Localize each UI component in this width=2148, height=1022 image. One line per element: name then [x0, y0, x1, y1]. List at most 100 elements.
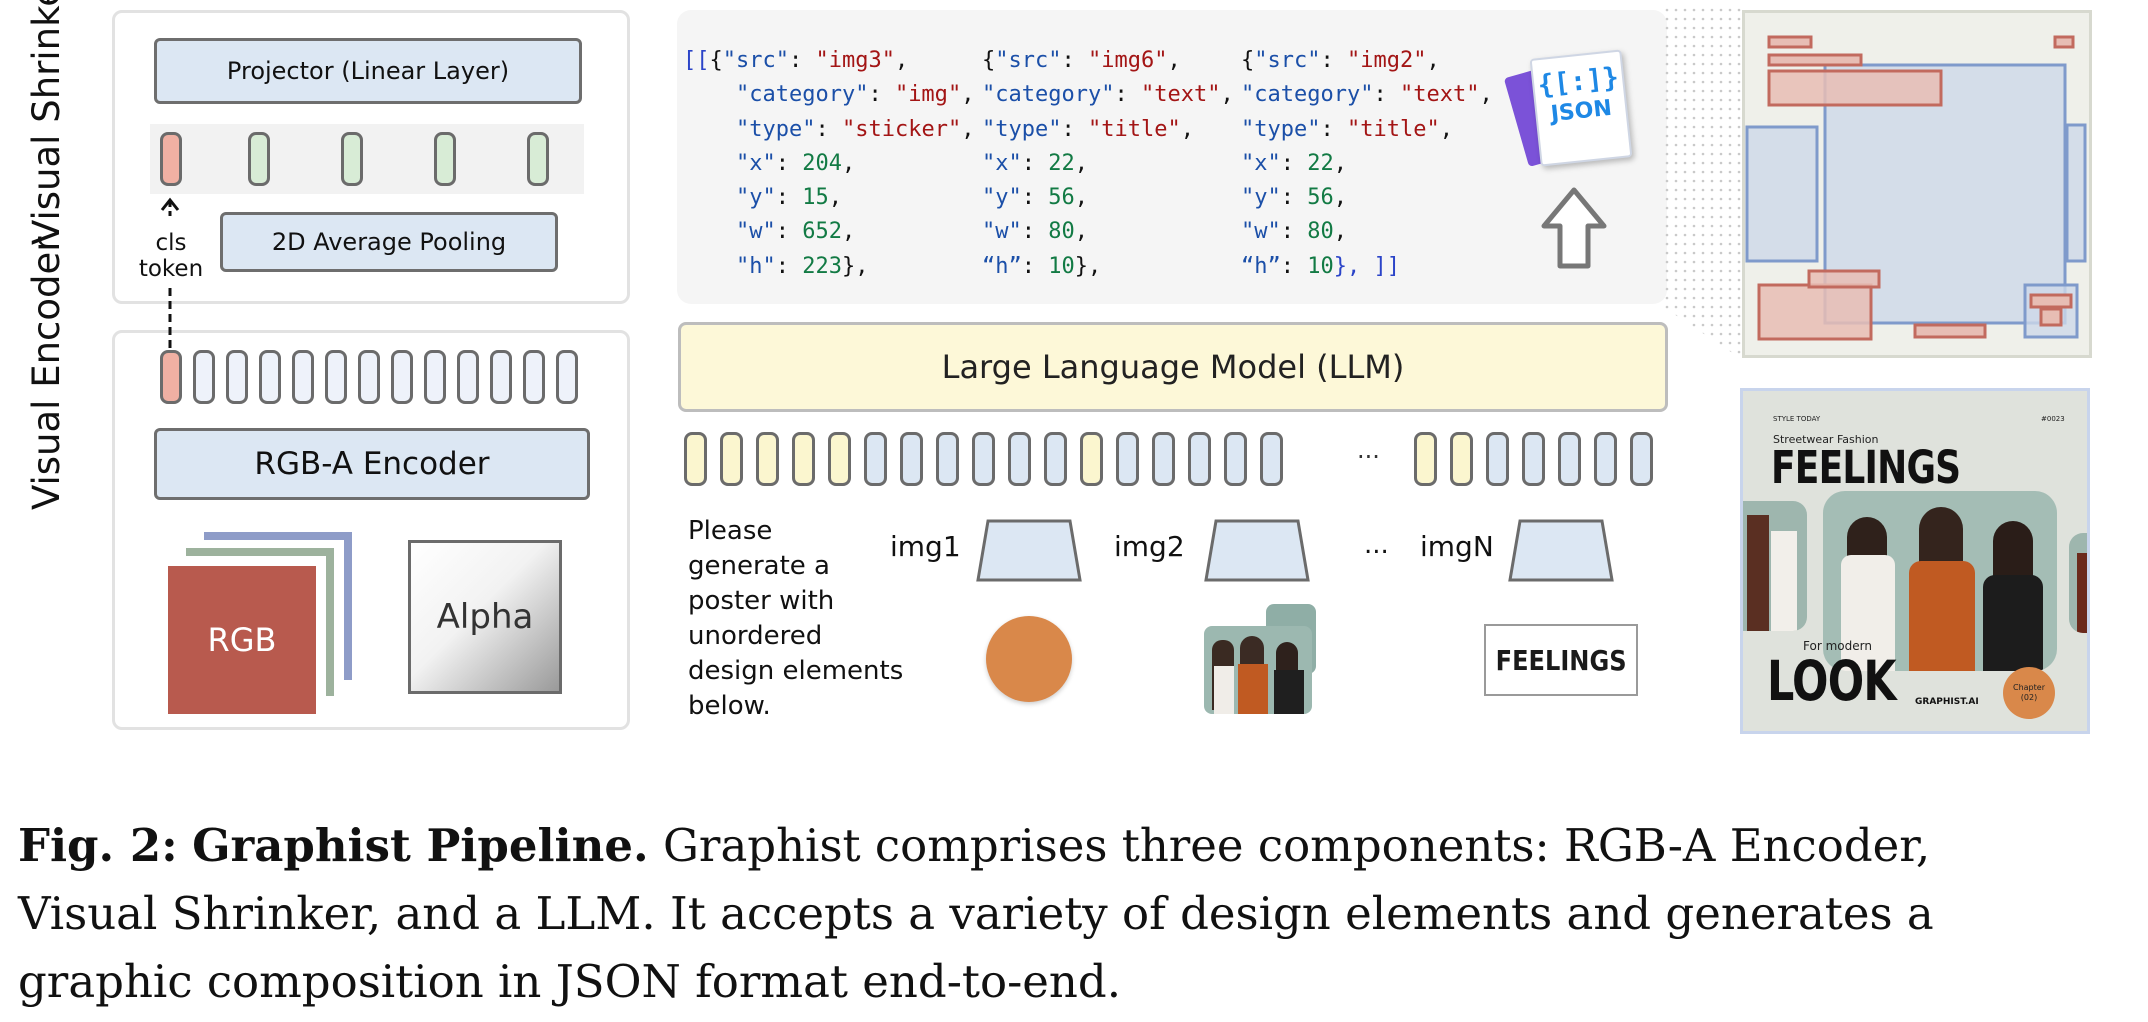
json-value-type: title: [1360, 116, 1427, 142]
imgN-text-element: FEELINGS: [1484, 624, 1638, 696]
caption-fig-number: Fig. 2:: [18, 819, 178, 872]
json-value-category: img: [908, 82, 948, 108]
image-token: [1522, 432, 1545, 486]
json-value-category: text: [1154, 82, 1208, 108]
image-token: [1486, 432, 1509, 486]
imgN-encoder-trapezoid: [1508, 519, 1614, 582]
json-value-w: 80: [1048, 219, 1075, 245]
json-value-w: 652: [802, 219, 842, 245]
rgb-label: RGB: [207, 621, 277, 659]
image-token: [1260, 432, 1283, 486]
prompt-line: Please: [688, 516, 773, 546]
img2-photo-main: [1204, 626, 1312, 714]
average-pooling-label: 2D Average Pooling: [271, 228, 507, 256]
encoder-token: [292, 350, 314, 404]
json-value-type: sticker: [855, 116, 948, 142]
llm-box: Large Language Model (LLM): [678, 322, 1668, 412]
json-value-y: 56: [1307, 185, 1334, 211]
img2-encoder-trapezoid: [1204, 519, 1310, 582]
json-file-icon-front: {[:]} JSON: [1529, 49, 1633, 167]
image-token: [1008, 432, 1031, 486]
image-token: [1594, 432, 1617, 486]
encoder-token: [259, 350, 281, 404]
image-token: [1188, 432, 1211, 486]
caption-line-2: Visual Shrinker, and a LLM. It accepts a…: [18, 887, 1934, 940]
image-token: [1558, 432, 1581, 486]
json-value-x: 22: [1307, 150, 1334, 176]
text-token: [1450, 432, 1473, 486]
poster-photo-left: [1743, 501, 1807, 631]
image-token: [972, 432, 995, 486]
visual-encoder-label: Visual Encoder: [25, 236, 68, 511]
prompt-line: unordered: [688, 621, 823, 651]
layout-boxes: [1745, 35, 2087, 341]
poster-chapter-text: Chapter (02): [2013, 683, 2045, 702]
cls-token-label-line1: cls: [155, 230, 187, 256]
rgb-image: RGB: [168, 566, 316, 714]
img-ellipsis: ...: [1364, 530, 1389, 560]
json-open-bracket: [[: [683, 48, 710, 73]
json-value-w: 80: [1307, 219, 1334, 245]
json-close: },: [1074, 253, 1102, 279]
token-ellipsis: ...: [1357, 436, 1380, 464]
json-value-x: 22: [1048, 150, 1075, 176]
poster-look: LOOK: [1767, 649, 1897, 713]
json-value-type: title: [1101, 116, 1168, 142]
prompt-line: below.: [688, 691, 771, 721]
encoder-token: [325, 350, 347, 404]
json-value-src: img6: [1101, 48, 1155, 73]
image-token: [1152, 432, 1175, 486]
layout-visualization: [1742, 10, 2092, 358]
rgba-encoder-label: RGB-A Encoder: [254, 446, 490, 482]
poster-output: STYLE TODAY #0023 Streetwear Fashion FEE…: [1740, 388, 2090, 734]
img2-photo-thumbnail: [1204, 604, 1316, 714]
img2-label: img2: [1114, 530, 1185, 563]
poster-kicker: Streetwear Fashion: [1773, 433, 1879, 446]
llm-label: Large Language Model (LLM): [941, 348, 1405, 386]
cls-token-label: cls token: [128, 230, 214, 282]
json-key-h: “h”: [982, 253, 1022, 279]
json-column-2: {"src": "img6", "category": "text", "typ…: [982, 48, 1234, 279]
text-token: [792, 432, 815, 486]
text-token: [1080, 432, 1103, 486]
shrunk-token-strip: [150, 124, 584, 194]
json-column-1: [[{"src": "img3", "category": "img", "ty…: [683, 48, 975, 279]
text-token: [684, 432, 707, 486]
encoder-token: [358, 350, 380, 404]
poster-photo-main: [1823, 491, 2057, 671]
output-up-arrow-icon: [1541, 187, 1607, 269]
imgN-feelings-text: FEELINGS: [1495, 643, 1627, 677]
encoder-token: [457, 350, 479, 404]
visual-shrinker-label: Visual Shrinker: [25, 0, 68, 245]
encoder-token: [226, 350, 248, 404]
json-key-h: “h”: [1241, 253, 1281, 279]
json-value-h: 10: [1307, 253, 1334, 279]
shrunk-token: [527, 132, 549, 186]
encoder-token: [556, 350, 578, 404]
json-key-h: "h": [735, 253, 776, 279]
poster-for-modern: For modern: [1803, 639, 1872, 653]
poster-top-right-text: #0023: [2041, 415, 2065, 423]
poster-title: FEELINGS: [1771, 441, 1961, 494]
json-column-3: {"src": "img2", "category": "text", "typ…: [1241, 48, 1493, 279]
imgN-label: imgN: [1420, 530, 1494, 563]
img1-sticker-circle: [986, 616, 1072, 702]
image-token: [936, 432, 959, 486]
projector-box: Projector (Linear Layer): [154, 38, 582, 104]
poster-top-left-text: STYLE TODAY: [1773, 415, 1821, 423]
poster-brand: GRAPHIST.AI: [1915, 697, 1979, 707]
encoder-token-row: [160, 350, 580, 406]
encoder-token: [391, 350, 413, 404]
text-token: [720, 432, 743, 486]
json-value-category: text: [1413, 82, 1467, 108]
poster-photo-right: [2069, 533, 2087, 633]
alpha-label: Alpha: [436, 597, 534, 637]
image-token: [900, 432, 923, 486]
image-token: [1224, 432, 1247, 486]
average-pooling-box: 2D Average Pooling: [220, 212, 558, 272]
rgba-encoder-box: RGB-A Encoder: [154, 428, 590, 500]
image-token: [1116, 432, 1139, 486]
llm-input-token-row: ...: [684, 432, 1666, 488]
img1-label: img1: [890, 530, 961, 563]
cls-token-label-line2: token: [138, 256, 204, 282]
